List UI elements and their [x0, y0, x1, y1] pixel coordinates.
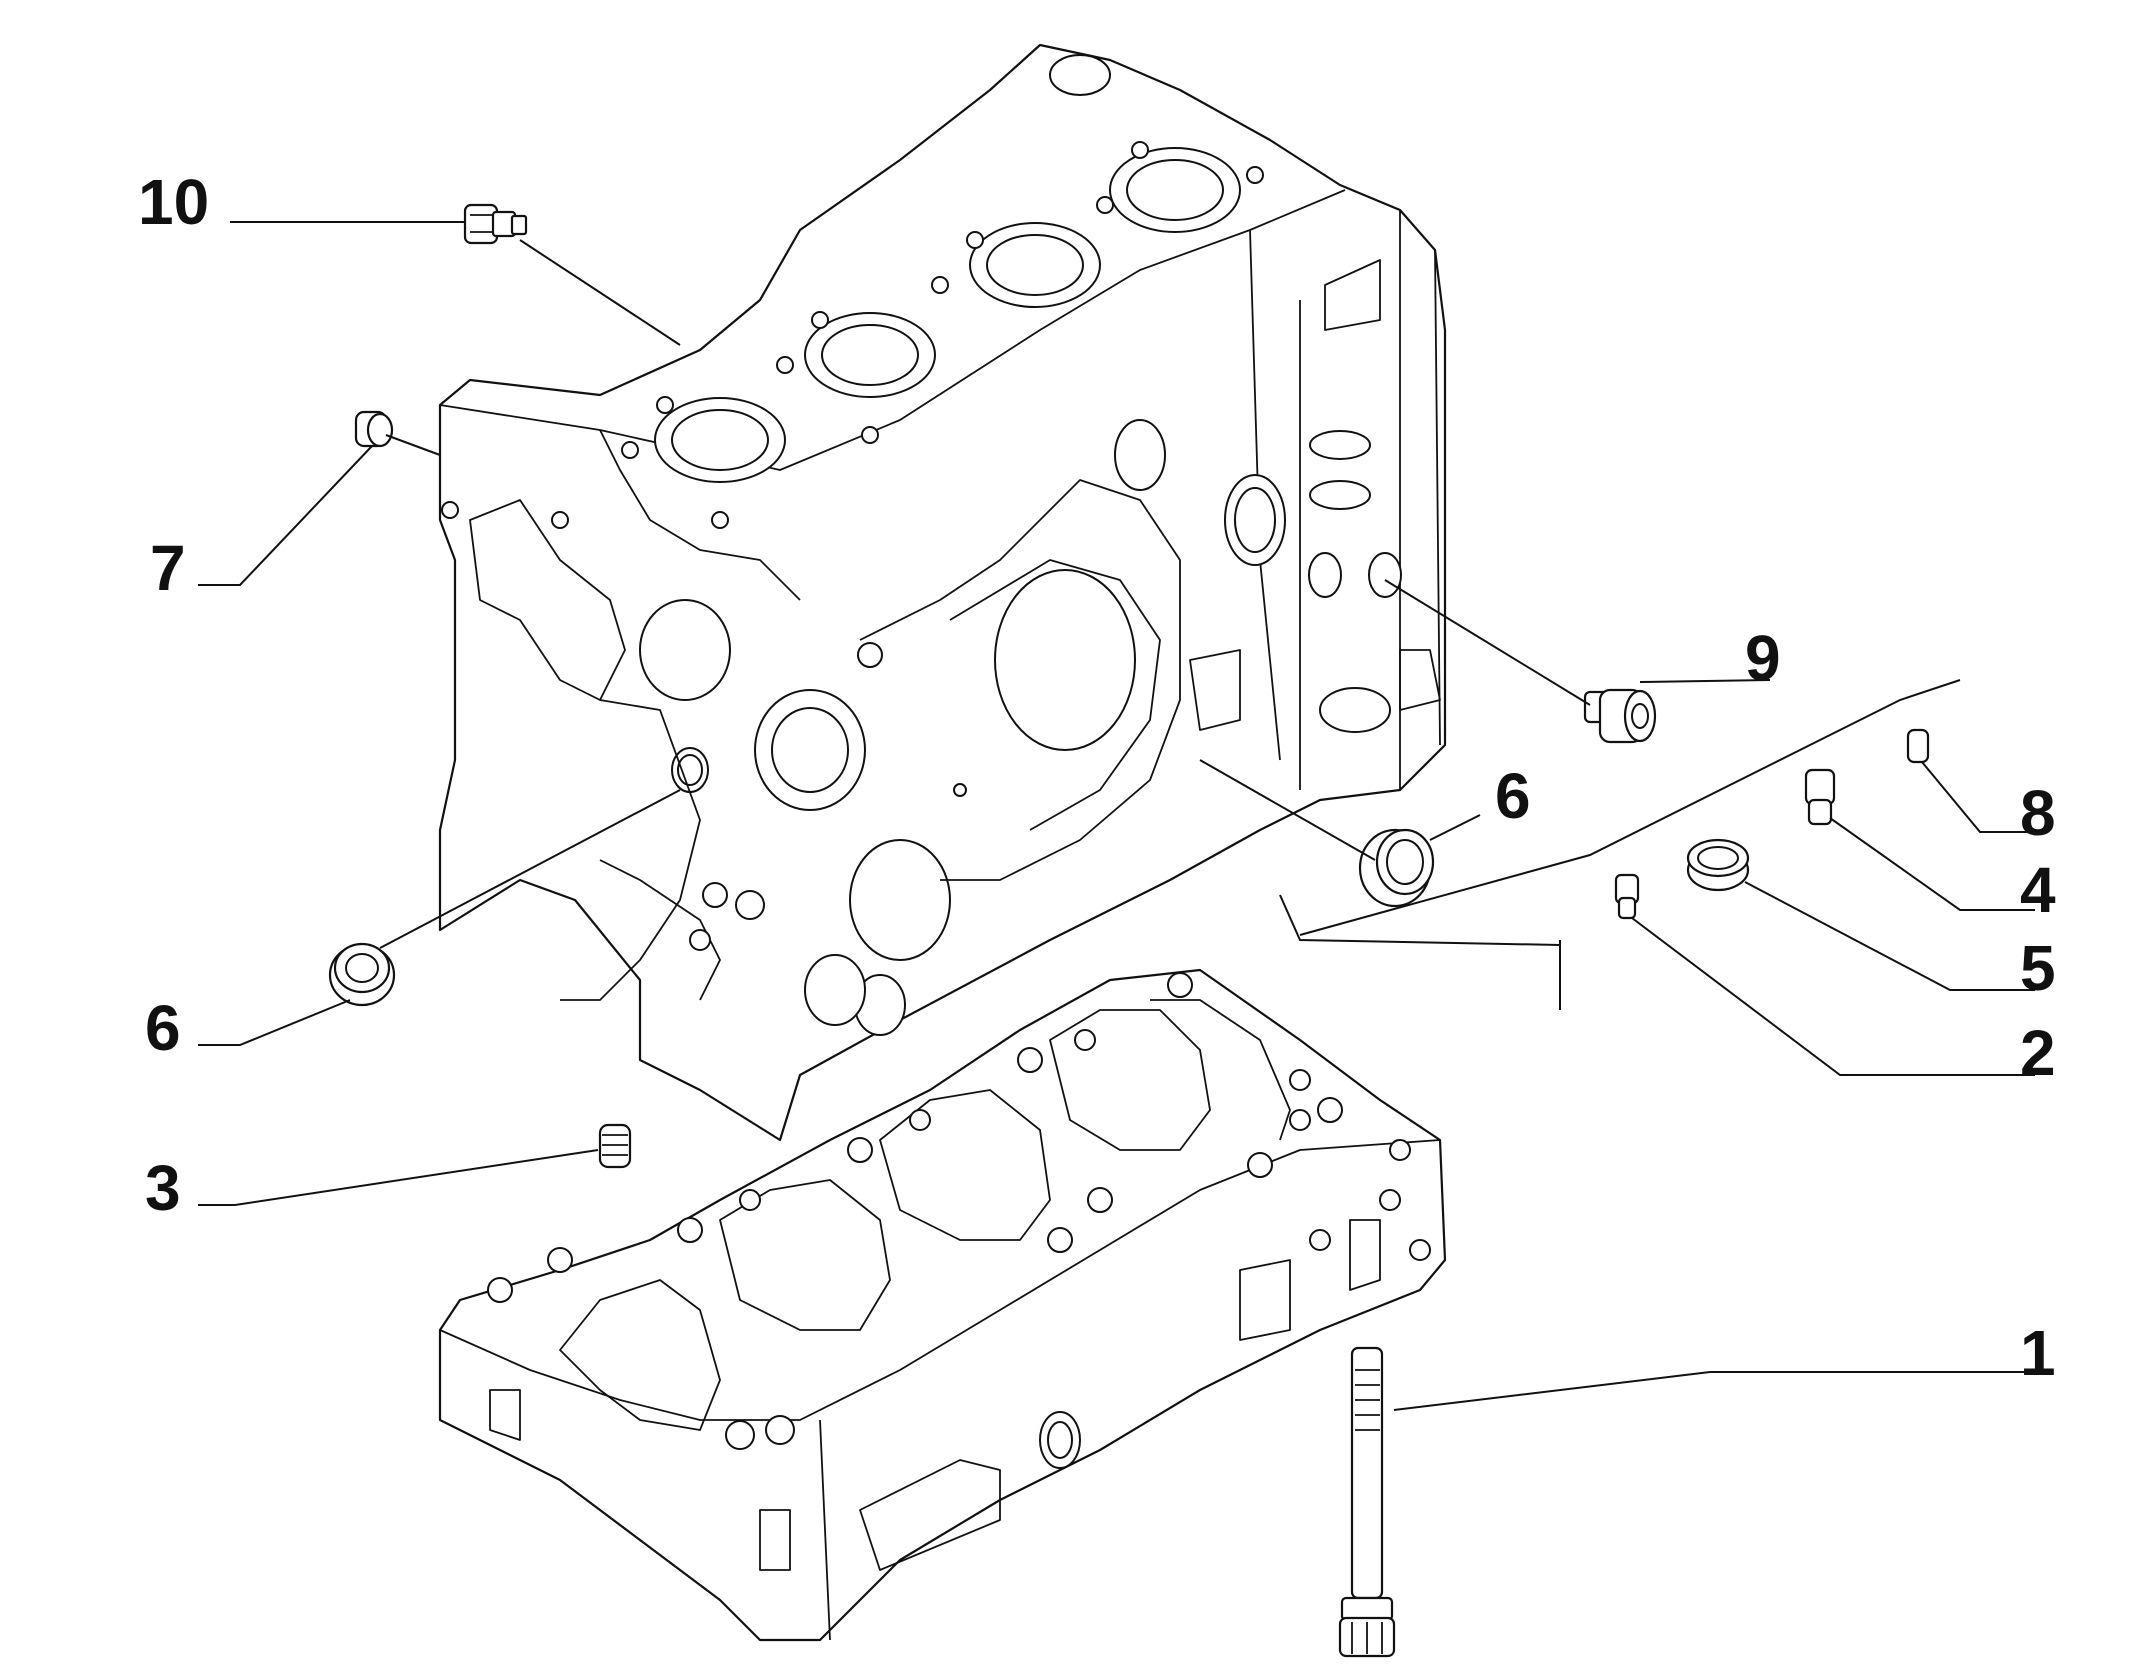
- leader-lines: [198, 221, 2035, 1411]
- callout-5: 5: [2020, 932, 2056, 1004]
- part-4-dowel: [1804, 768, 1836, 826]
- part-10-threaded-plug: [463, 203, 528, 245]
- part-1-long-bolt: [1338, 1346, 1396, 1658]
- part-9-hex-plug: [1583, 688, 1657, 744]
- part-2-pin: [1614, 873, 1640, 920]
- callout-3: 3: [145, 1152, 181, 1224]
- part-8-dowel-pin: [1906, 728, 1930, 764]
- part-5-ring-bushing: [1686, 838, 1750, 892]
- part-7-cup-plug: [354, 410, 394, 448]
- callout-9: 9: [1745, 622, 1781, 694]
- group-boundary-lines: [1279, 679, 1961, 1010]
- engine-block-upper: [438, 43, 1447, 1142]
- part-6-seal-ring-left: [328, 942, 396, 1007]
- crankcase-lower: [438, 968, 1447, 1642]
- callout-4: 4: [2020, 854, 2056, 926]
- callout-6-right: 6: [1495, 760, 1531, 832]
- callout-2: 2: [2020, 1017, 2056, 1089]
- callout-1: 1: [2020, 1317, 2056, 1389]
- part-6-seal-ring-right: [1358, 828, 1435, 908]
- callout-8: 8: [2020, 777, 2056, 849]
- callout-7: 7: [150, 532, 186, 604]
- part-3-set-screw: [598, 1123, 632, 1169]
- callout-6-left: 6: [145, 992, 181, 1064]
- callout-10: 10: [138, 166, 209, 238]
